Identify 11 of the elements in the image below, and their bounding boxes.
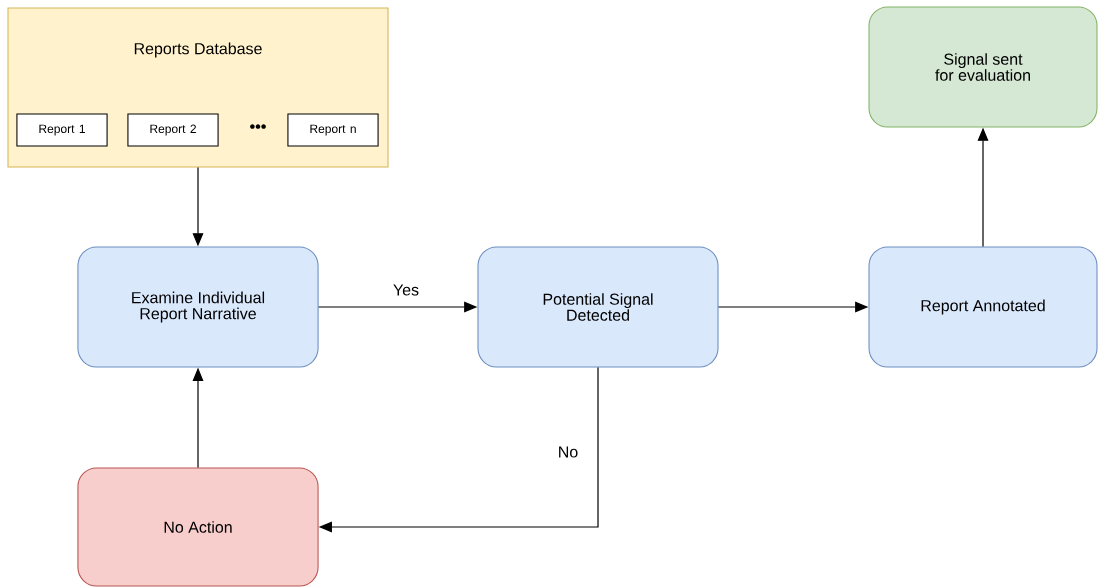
process-box: Report Annotated bbox=[868, 246, 1098, 368]
report-box: Report 2 bbox=[127, 113, 219, 147]
process-box: Potential Signal Detected bbox=[477, 246, 719, 368]
process-box: No Action bbox=[77, 467, 319, 587]
edge-label: Yes bbox=[391, 283, 421, 297]
process-box: Signal sent for evaluation bbox=[868, 6, 1098, 128]
report-box: Report n bbox=[287, 113, 379, 147]
ellipsis-dots: ••• bbox=[250, 124, 266, 129]
report-box: Report 1 bbox=[16, 113, 108, 147]
process-box: Examine Individual Report Narrative bbox=[77, 246, 319, 368]
edge-label: No bbox=[556, 445, 580, 459]
